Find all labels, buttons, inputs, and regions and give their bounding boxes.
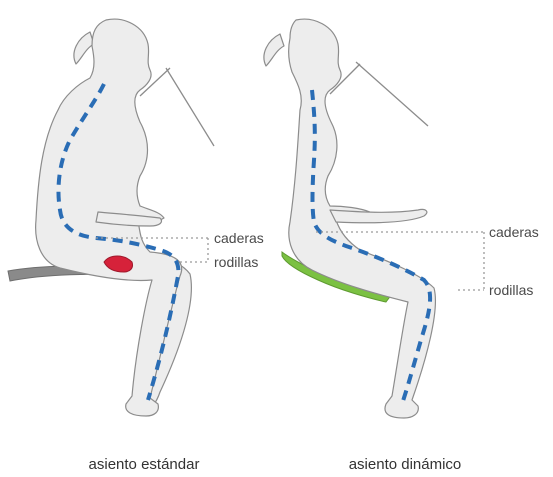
chin-line-left — [139, 67, 171, 97]
knee-label-right: rodillas — [489, 282, 533, 298]
caption-dynamic-seat: asiento dinámico — [349, 456, 462, 473]
knee-label-left: rodillas — [214, 254, 258, 270]
figure-dynamic-seat: caderas rodillas asiento dinámico — [263, 18, 539, 473]
hip-label-left: caderas — [214, 230, 264, 246]
neck-angle-line-right — [355, 61, 429, 127]
posture-line-standard — [56, 83, 181, 401]
chin-line-right — [329, 63, 361, 95]
seated-woman-silhouette-left — [35, 18, 192, 417]
hip-label-right: caderas — [489, 224, 539, 240]
posture-line-dynamic — [310, 89, 432, 405]
caption-standard-seat: asiento estándar — [89, 456, 200, 473]
pressure-point-standard — [103, 255, 133, 273]
seated-woman-silhouette-right — [263, 18, 437, 419]
figure-standard-seat: caderas rodillas asiento estándar — [7, 18, 264, 473]
neck-angle-line-left — [165, 67, 215, 147]
